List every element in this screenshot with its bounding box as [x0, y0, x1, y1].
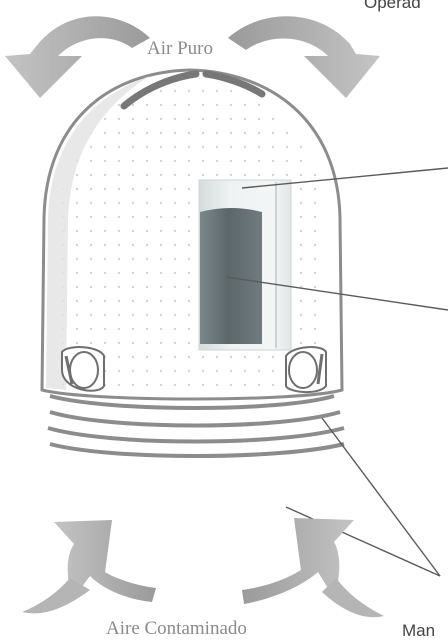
- filter-window: [198, 179, 292, 351]
- left-port-icon: [61, 346, 105, 392]
- filter-cartridge: [200, 208, 262, 344]
- right-port-icon: [285, 346, 327, 393]
- callout-text-top-right: Operad: [364, 0, 421, 12]
- bottom-right-upward-arrow-icon: [242, 518, 384, 618]
- top-right-curved-arrow-icon: [228, 16, 380, 98]
- leader-lines: [225, 167, 448, 577]
- bottom-left-upward-arrow-icon: [22, 520, 156, 614]
- base-rings: [47, 394, 345, 458]
- top-label-air-puro: Air Puro: [147, 38, 213, 59]
- bottom-label-aire-contaminado: Aire Contaminado: [106, 618, 247, 639]
- top-left-curved-arrow-icon: [5, 16, 150, 98]
- callout-text-bottom-right: Man: [402, 621, 435, 640]
